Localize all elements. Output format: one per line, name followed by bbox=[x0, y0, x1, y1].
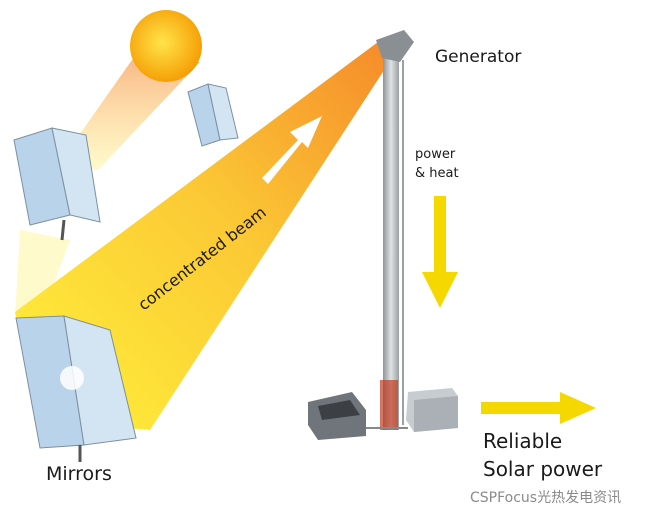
power-block bbox=[308, 388, 458, 440]
sunlight-cone-lower bbox=[15, 230, 70, 320]
receiver bbox=[376, 30, 414, 62]
mirror-upper-right bbox=[187, 83, 239, 147]
mirror-upper-left bbox=[13, 127, 101, 241]
mirrors-label: Mirrors bbox=[46, 463, 112, 485]
down-arrow-icon bbox=[422, 196, 458, 308]
generator-label: Generator bbox=[435, 47, 522, 67]
solar-power-label: Solar power bbox=[483, 457, 603, 481]
watermark: CSPFocus光热发电资讯 bbox=[470, 490, 622, 506]
heat-label: & heat bbox=[415, 166, 459, 181]
power-label: power bbox=[415, 147, 456, 162]
mirror-lower-left bbox=[15, 315, 137, 462]
sun-icon bbox=[130, 10, 202, 82]
right-arrow-icon bbox=[481, 392, 596, 424]
beam-arrow-icon bbox=[262, 116, 322, 184]
sunlight-cone bbox=[58, 60, 200, 170]
reliable-label: Reliable bbox=[483, 429, 563, 453]
tower bbox=[383, 55, 399, 430]
